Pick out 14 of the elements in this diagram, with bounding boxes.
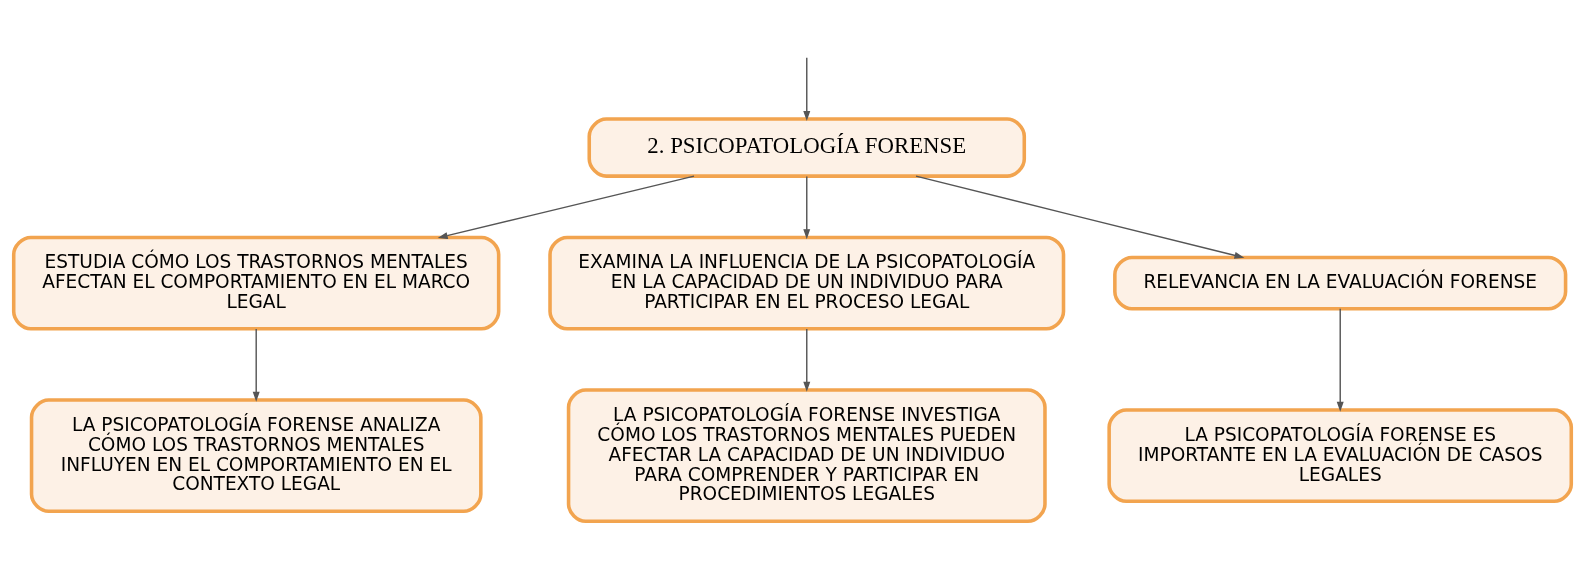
node-box: ESTUDIA CÓMO LOS TRASTORNOS MENTALES AFECTAN EL COMPORTAMIENTO EN EL MARCO LEGAL xyxy=(11,235,501,331)
node-box: LA PSICOPATOLOGÍA FORENSE ES IMPORTANTE EN LA EVALUACIÓN DE CASOS LEGALES xyxy=(1107,407,1574,503)
node-box: LA PSICOPATOLOGÍA FORENSE ANALIZA CÓMO LOS TRASTORNOS MENTALES INFLUYEN EN EL COMPORTAMIENTO EN EL CONTEXTO LEGAL xyxy=(29,397,483,513)
node-box: EXAMINA LA INFLUENCIA DE LA PSICOPATOLOGÍA EN LA CAPACIDAD DE UN INDIVIDUO PARA PARTICIPAR EN EL PROCESO LEGAL xyxy=(548,235,1066,331)
arrow xyxy=(803,56,811,121)
arrow xyxy=(915,174,1245,259)
arrow xyxy=(803,327,811,392)
arrow xyxy=(437,174,695,239)
arrow xyxy=(252,327,260,402)
node-box: 2. PSICOPATOLOGÍA FORENSE xyxy=(587,116,1027,178)
arrow xyxy=(803,175,811,239)
node-box: RELEVANCIA EN LA EVALUACIÓN FORENSE xyxy=(1113,255,1568,311)
node-box: LA PSICOPATOLOGÍA FORENSE INVESTIGA CÓMO LOS TRASTORNOS MENTALES PUEDEN AFECTAR LA CAPACIDAD DE UN INDIVIDUO PARA COMPRENDER Y PARTICIPAR EN PROCEDIMIENTOS LEGALES xyxy=(566,387,1047,523)
arrow xyxy=(1336,307,1344,412)
